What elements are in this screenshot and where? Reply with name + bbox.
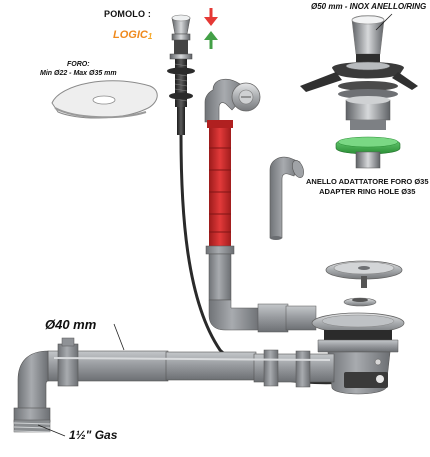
green-adapter-ring xyxy=(335,136,401,169)
overflow-elbow xyxy=(204,78,261,123)
knob-label: POMOLO : xyxy=(104,9,152,19)
knob-threaded-stem xyxy=(167,59,195,135)
main-drain-pipe xyxy=(47,337,335,388)
threaded-outlet xyxy=(13,419,51,433)
arrow-up-icon xyxy=(204,31,218,49)
thread-size-label: 1½" Gas xyxy=(69,428,118,442)
pop-up-knob xyxy=(169,14,193,60)
hole-title: FORO: xyxy=(67,61,90,68)
pipe-diameter-label: Ø40 mm xyxy=(45,317,97,332)
red-overflow-hose xyxy=(205,120,235,255)
spare-elbow xyxy=(269,156,304,240)
adapter-label-en: ADAPTER RING HOLE Ø35 xyxy=(319,187,416,196)
pipe-diameter-leader xyxy=(113,323,125,351)
adapter-ring-label: ANELLO ADATTATORE FORO Ø35 ADAPTER RING … xyxy=(306,177,429,197)
logic-brand-logo: LOGIC1 xyxy=(113,29,153,41)
sink-plug xyxy=(343,297,377,307)
inox-ring-detail xyxy=(300,13,418,130)
hole-gasket-plate xyxy=(51,80,158,119)
outlet-elbow xyxy=(13,350,51,423)
hole-size-range: Min Ø22 - Max Ø35 mm xyxy=(40,70,117,77)
strainer-basket xyxy=(325,260,403,288)
arrow-down-icon xyxy=(204,8,218,26)
hole-size-label: FORO: Min Ø22 - Max Ø35 mm xyxy=(40,60,117,78)
drain-body xyxy=(311,312,405,395)
adapter-label-it: ANELLO ADATTATORE FORO Ø35 xyxy=(306,177,429,186)
overflow-standpipe xyxy=(208,253,317,333)
ring-size-label: Ø50 mm - INOX ANELLO/RING xyxy=(311,2,427,11)
thread-size-leader xyxy=(37,424,66,437)
